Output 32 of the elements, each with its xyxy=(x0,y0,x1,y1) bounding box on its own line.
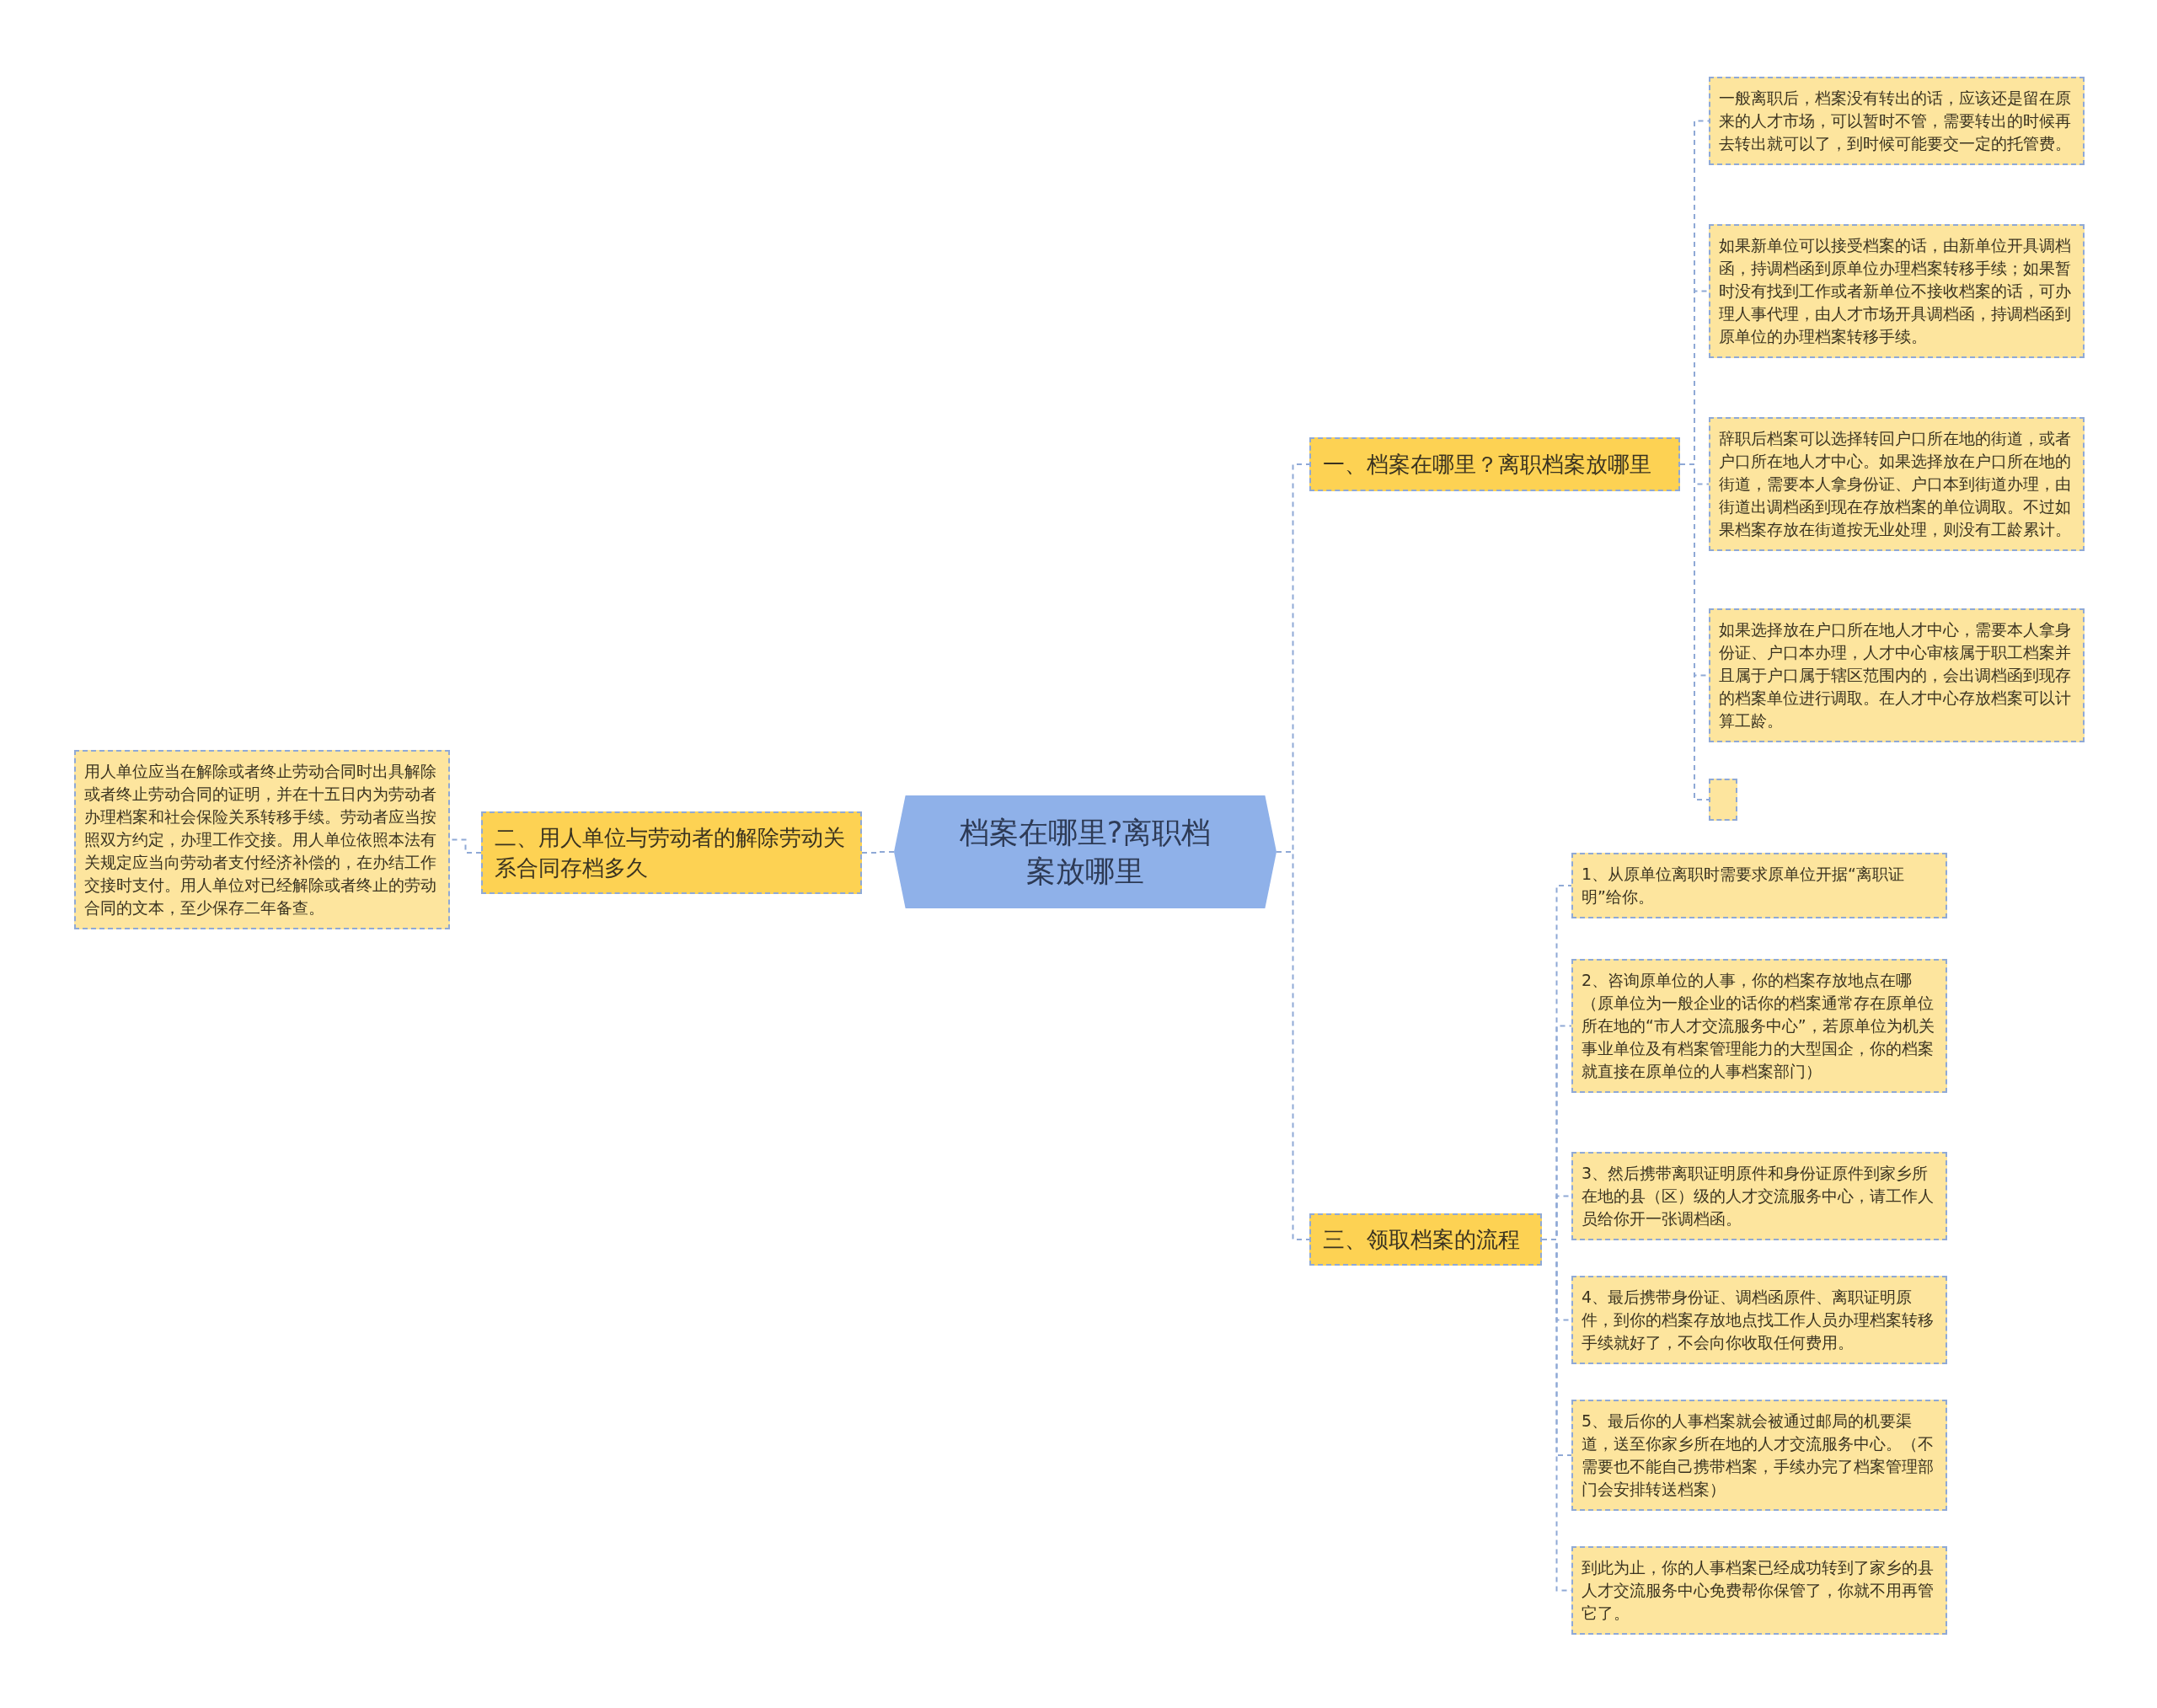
branch-title: 三、领取档案的流程 xyxy=(1323,1226,1520,1254)
note-text: 如果新单位可以接受档案的话，由新单位开具调档函，持调档函到原单位办理档案转移手续；如果暂时没有找到工作或者新单位不接收档案的话，可办理人事代理，由人才市场开具调档函，持调档函到原单位的办理档案转移手续。 xyxy=(1719,235,2072,347)
note-box xyxy=(1571,1152,1947,1240)
note-box xyxy=(1709,77,2085,165)
note-text: 用人单位应当在解除或者终止劳动合同时出具解除或者终止劳动合同的证明，并在十五日内为劳动者办理档案和社会保险关系转移手续。劳动者应当按照双方约定，办理工作交接。用人单位依照本法有关规定应当向劳动者支付经济补偿的，在办结工作交接时支付。用人单位对已经解除或者终止的劳动合同的文本，至少保存二年备查。 xyxy=(84,761,437,918)
branch-box xyxy=(1309,437,1680,491)
empty-note-box xyxy=(1709,779,1737,821)
note-box xyxy=(1571,1276,1947,1364)
note-text: 3、然后携带离职证明原件和身份证原件到家乡所在地的县（区）级的人才交流服务中心，请工作人员给你开一张调档函。 xyxy=(1582,1163,1935,1229)
topic-hexagon xyxy=(894,795,1277,908)
note-text: 一般离职后，档案没有转出的话，应该还是留在原来的人才市场，可以暂时不管，需要转出的时候再去转出就可以了，到时候可能要交一定的托管费。 xyxy=(1719,88,2072,154)
connector-line xyxy=(861,851,895,854)
branch-title: 二、用人单位与劳动者的解除劳动关系合同存档多久 xyxy=(495,824,846,882)
branch-box xyxy=(1309,1213,1542,1266)
note-box xyxy=(1709,224,2085,358)
note-box xyxy=(1571,1400,1947,1511)
note-text: 5、最后你的人事档案就会被通过邮局的机要渠道，送至你家乡所在地的人才交流服务中心。（不需要也不能自己携带档案，手续办完了档案管理部门会安排转送档案） xyxy=(1582,1411,1935,1500)
branch-box xyxy=(481,811,862,894)
note-text: 4、最后携带身份证、调档函原件、离职证明原件，到你的档案存放地点找工作人员办理档案转移手续就好了，不会向你收取任何费用。 xyxy=(1582,1287,1935,1353)
note-text: 2、咨询原单位的人事，你的档案存放地点在哪（原单位为一般企业的话你的档案通常存在原单位所在地的“市人才交流服务中心”，若原单位为机关事业单位及有档案管理能力的大型国企，你的档案就直接在原单位的人事档案部门） xyxy=(1582,970,1935,1082)
note-text: 1、从原单位离职时需要求原单位开据“离职证明”给你。 xyxy=(1582,864,1905,908)
note-box xyxy=(1571,1546,1947,1635)
note-box xyxy=(1709,417,2085,551)
branch-title: 一、档案在哪里？离职档案放哪里 xyxy=(1323,451,1651,479)
topic-title: 档案在哪里?离职档案放哪里 xyxy=(958,815,1212,890)
note-text: 如果选择放在户口所在地人才中心，需要本人拿身份证、户口本办理，人才中心审核属于职工档案并且属于户口属于辖区范围内的，会出调档函到现存的档案单位进行调取。在人才中心存放档案可以计算工龄。 xyxy=(1719,619,2072,731)
note-box xyxy=(1571,853,1947,918)
note-box xyxy=(1571,959,1947,1093)
note-box xyxy=(1709,608,2085,742)
note-text: 辞职后档案可以选择转回户口所在地的街道，或者户口所在地人才中心。如果选择放在户口所在地的街道，需要本人拿身份证、户口本到街道办理，由街道出调档函到现在存放档案的单位调取。不过如果档案存放在街道按无业处理，则没有工龄累计。 xyxy=(1719,428,2072,540)
note-text: 到此为止，你的人事档案已经成功转到了家乡的县人才交流服务中心免费帮你保管了，你就不用再管它了。 xyxy=(1582,1557,1935,1624)
note-box xyxy=(74,750,450,929)
